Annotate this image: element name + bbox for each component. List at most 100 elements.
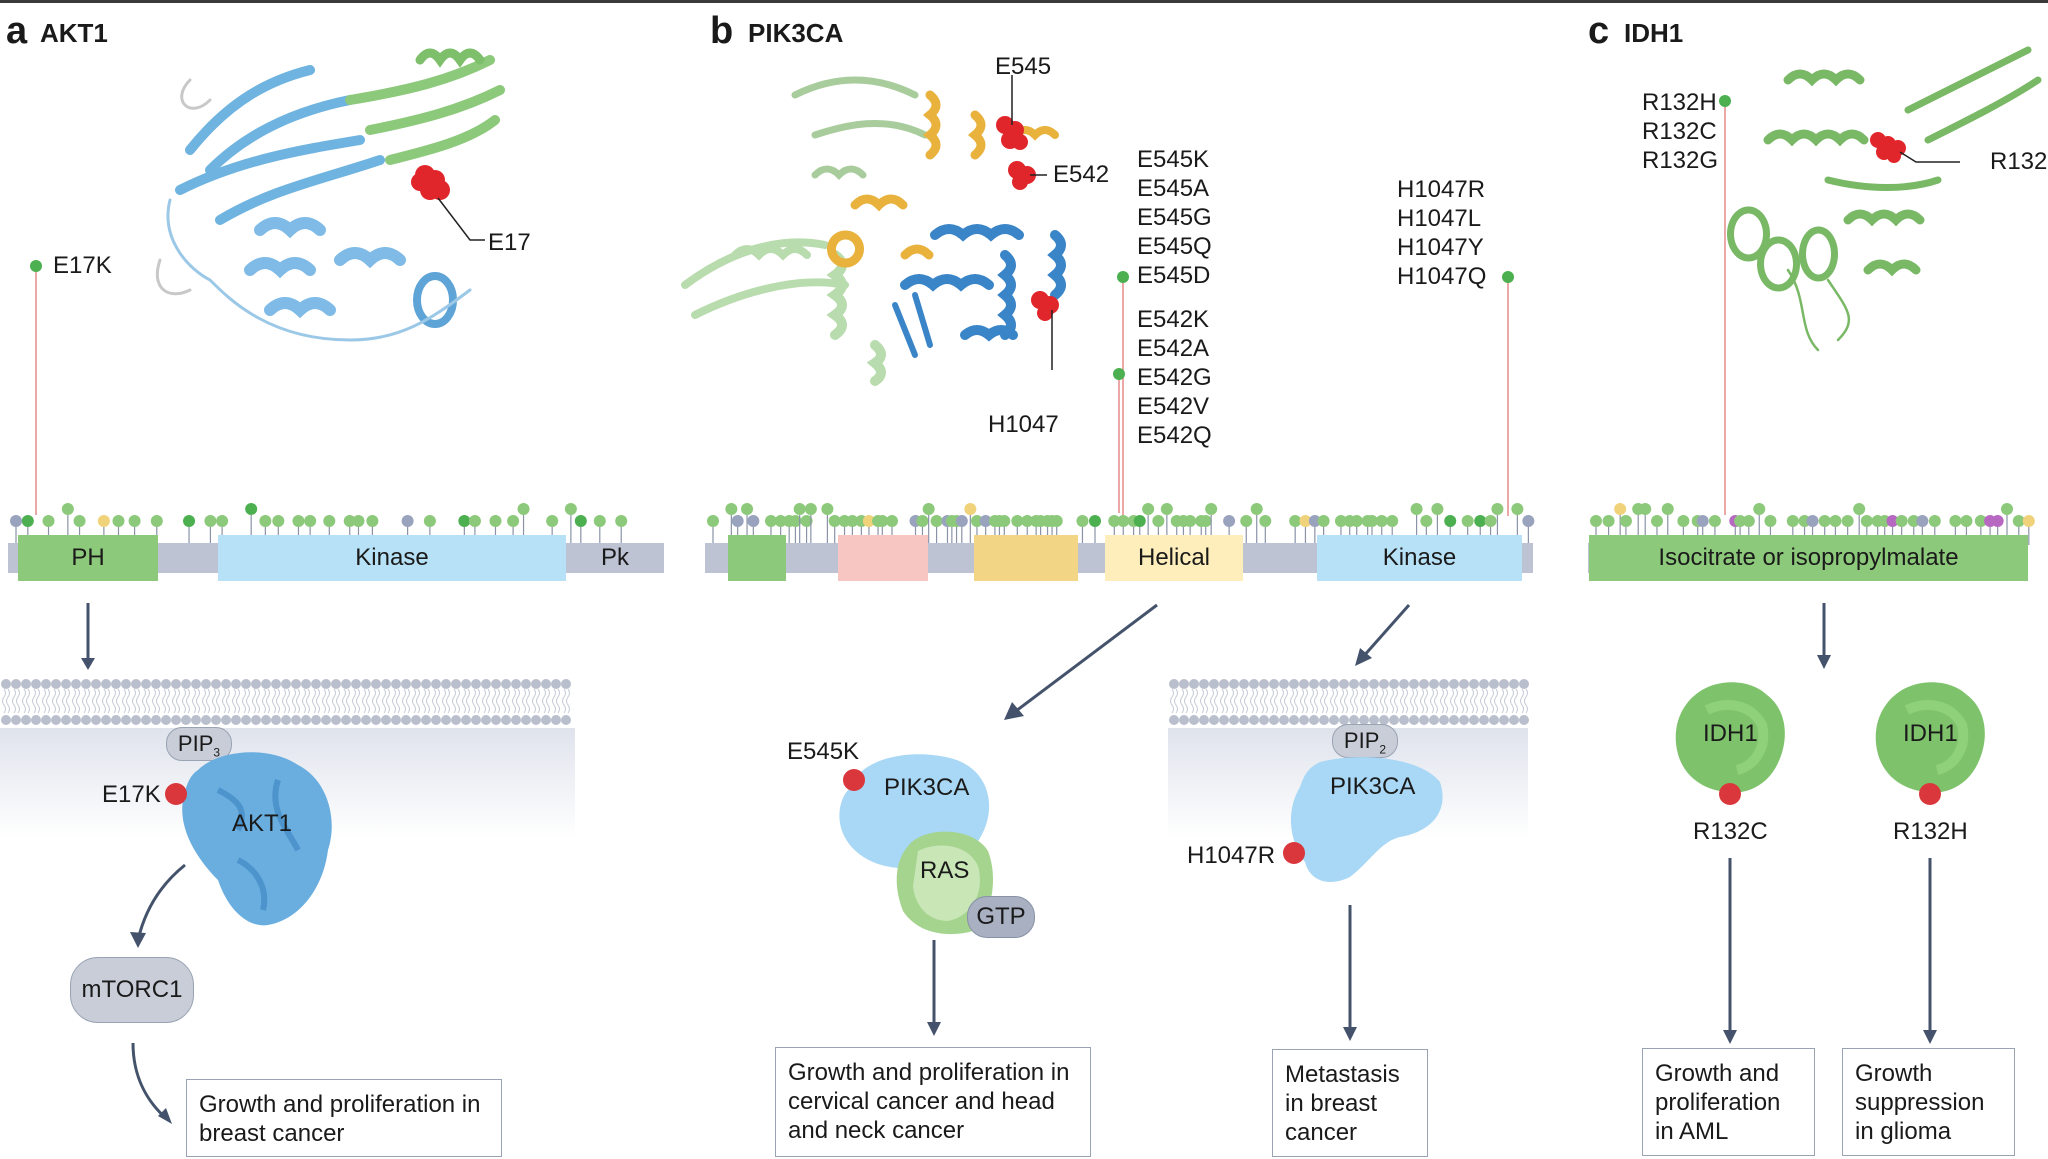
variant-list-e545: E545K E545A E545G E545Q E545D [1137,145,1212,290]
variant-list-r132: R132H R132C R132G [1642,88,1718,175]
variant-label: E542K [1137,306,1210,333]
lollipop-marker [183,515,196,545]
domain-label: Pk [600,544,629,571]
pip3-lipid: PIP3 [166,727,232,761]
arrow-h1047r-to-outcome [1343,905,1357,1041]
lollipop-marker [1076,515,1089,545]
top-rule [0,0,2048,3]
mutation-dot-h1047r [1283,842,1305,864]
mutation-label-e17k: E17K [102,781,161,808]
panel-letter-c: c [1588,10,1610,52]
variant-list-h1047: H1047R H1047L H1047Y H1047Q [1397,175,1486,291]
lollipop-marker [204,515,217,545]
arrow-r132h-to-outcome [1923,858,1937,1044]
idh1-protein-blob-left [1675,682,1785,793]
variant-label: E542G [1137,364,1212,391]
variant-label: E542A [1137,335,1210,362]
mutation-dot-e17k [165,783,187,805]
outcome-box-r132c: Growth and proliferation in AML [1642,1048,1815,1156]
idh1-protein-blob-right [1875,682,1985,793]
mtorc1-label: mTORC1 [81,976,183,1003]
pip-subscript: 3 [213,745,221,760]
variant-label: H1047R [1397,176,1486,203]
variant-label: E542Q [1137,422,1212,449]
pik3ca-domain-c2 [974,535,1078,581]
structure-label-e545: E545 [995,53,1052,80]
arrow-kinase-to-right [1355,604,1411,666]
r132-residue-spheres [1870,132,1906,163]
variant-label: E545K [1137,146,1210,173]
lollipop-marker [1240,515,1253,545]
mutation-label-r132c: R132C [1693,818,1768,845]
arrow-helical-to-left [1004,603,1158,720]
lollipop-marker [804,503,817,545]
pik3ca-domain-helical: Helical [1105,535,1243,581]
hotspot-stem-e17k [30,260,42,515]
hotspot-stem-h1047 [1502,271,1514,516]
pik3ca-label-left: PIK3CA [884,774,970,801]
variant-label: H1047L [1397,205,1482,232]
panel-letter-a: a [6,10,28,52]
panel-letter-b: b [710,10,734,52]
outcome-box-akt1: Growth and proliferation in breast cance… [186,1079,502,1157]
variant-label: E545G [1137,204,1212,231]
lollipop-marker [922,503,935,545]
residue-spheres [996,116,1059,321]
lollipop-marker [2022,515,2035,545]
gtp-label: GTP [976,903,1026,930]
lollipop-marker [707,515,719,545]
lollipop-marker [828,515,841,545]
mutation-dot-r132h [1919,783,1941,805]
lollipop-marker [930,515,943,545]
mutation-label-h1047r: H1047R [1187,842,1276,869]
pip-label: PIP [1343,728,1380,753]
e17-residue-spheres [411,165,450,200]
akt1-domain-pk: Pk [566,543,664,573]
variant-label: H1047Y [1397,234,1484,261]
akt1-protein-label: AKT1 [232,810,293,837]
mutation-label-r132h: R132H [1893,818,1968,845]
pik3ca-domain-ras-binding [838,535,928,581]
arrow-mtorc1-to-outcome [131,1042,172,1124]
lollipop-marker [593,515,606,545]
lollipop-marker [1250,503,1263,545]
arrow-r132c-to-outcome [1723,858,1737,1044]
outcome-box-r132h: Growth suppression in glioma [1842,1048,2015,1156]
pik3ca-domain-abd [728,535,786,581]
lollipop-marker [789,515,802,545]
pip-label: PIP [177,731,214,756]
akt1-protein-blob [182,752,332,926]
ras-label: RAS [920,857,970,884]
pik3ca-structure-illustration [681,75,1066,386]
mtorc1-node: mTORC1 [70,957,194,1023]
arrow-ras-to-outcome [927,940,941,1036]
lollipop-marker [615,515,628,545]
lollipop-marker [793,503,806,545]
domain-label: Isocitrate or isopropylmalate [1658,544,1959,571]
hotspot-stem-r132 [1719,95,1731,515]
arrow-down-a [81,603,95,670]
domain-label: PH [71,544,105,571]
pip-subscript: 2 [1379,742,1387,757]
idh1-structure-illustration [1727,46,2042,352]
panel-title-idh1: IDH1 [1624,18,1684,48]
variant-label: R132G [1642,147,1719,174]
hotspot-stem-e545 [1117,271,1129,516]
hotspot-stem-e542 [1113,368,1125,513]
mutation-label-e545k: E545K [787,738,860,765]
akt1-domain-ph: PH [18,535,158,581]
hotspot-label-e17k: E17K [53,252,112,279]
mutation-dot-e545k [843,769,865,791]
lollipop-track-pik3ca [707,503,1535,545]
mutation-dot-r132c [1719,783,1741,805]
lollipop-marker [821,503,834,545]
domain-label: Kinase [1382,544,1457,571]
lollipop-marker [964,503,977,545]
panel-title-akt1: AKT1 [40,18,108,48]
lollipop-marker [1308,515,1321,545]
variant-label: H1047Q [1397,263,1487,290]
outcome-box-e545k: Growth and proliferation in cervical can… [775,1047,1091,1157]
lollipop-marker [564,503,577,545]
lollipop-marker [1522,515,1535,545]
hotspot-dot [30,260,42,272]
